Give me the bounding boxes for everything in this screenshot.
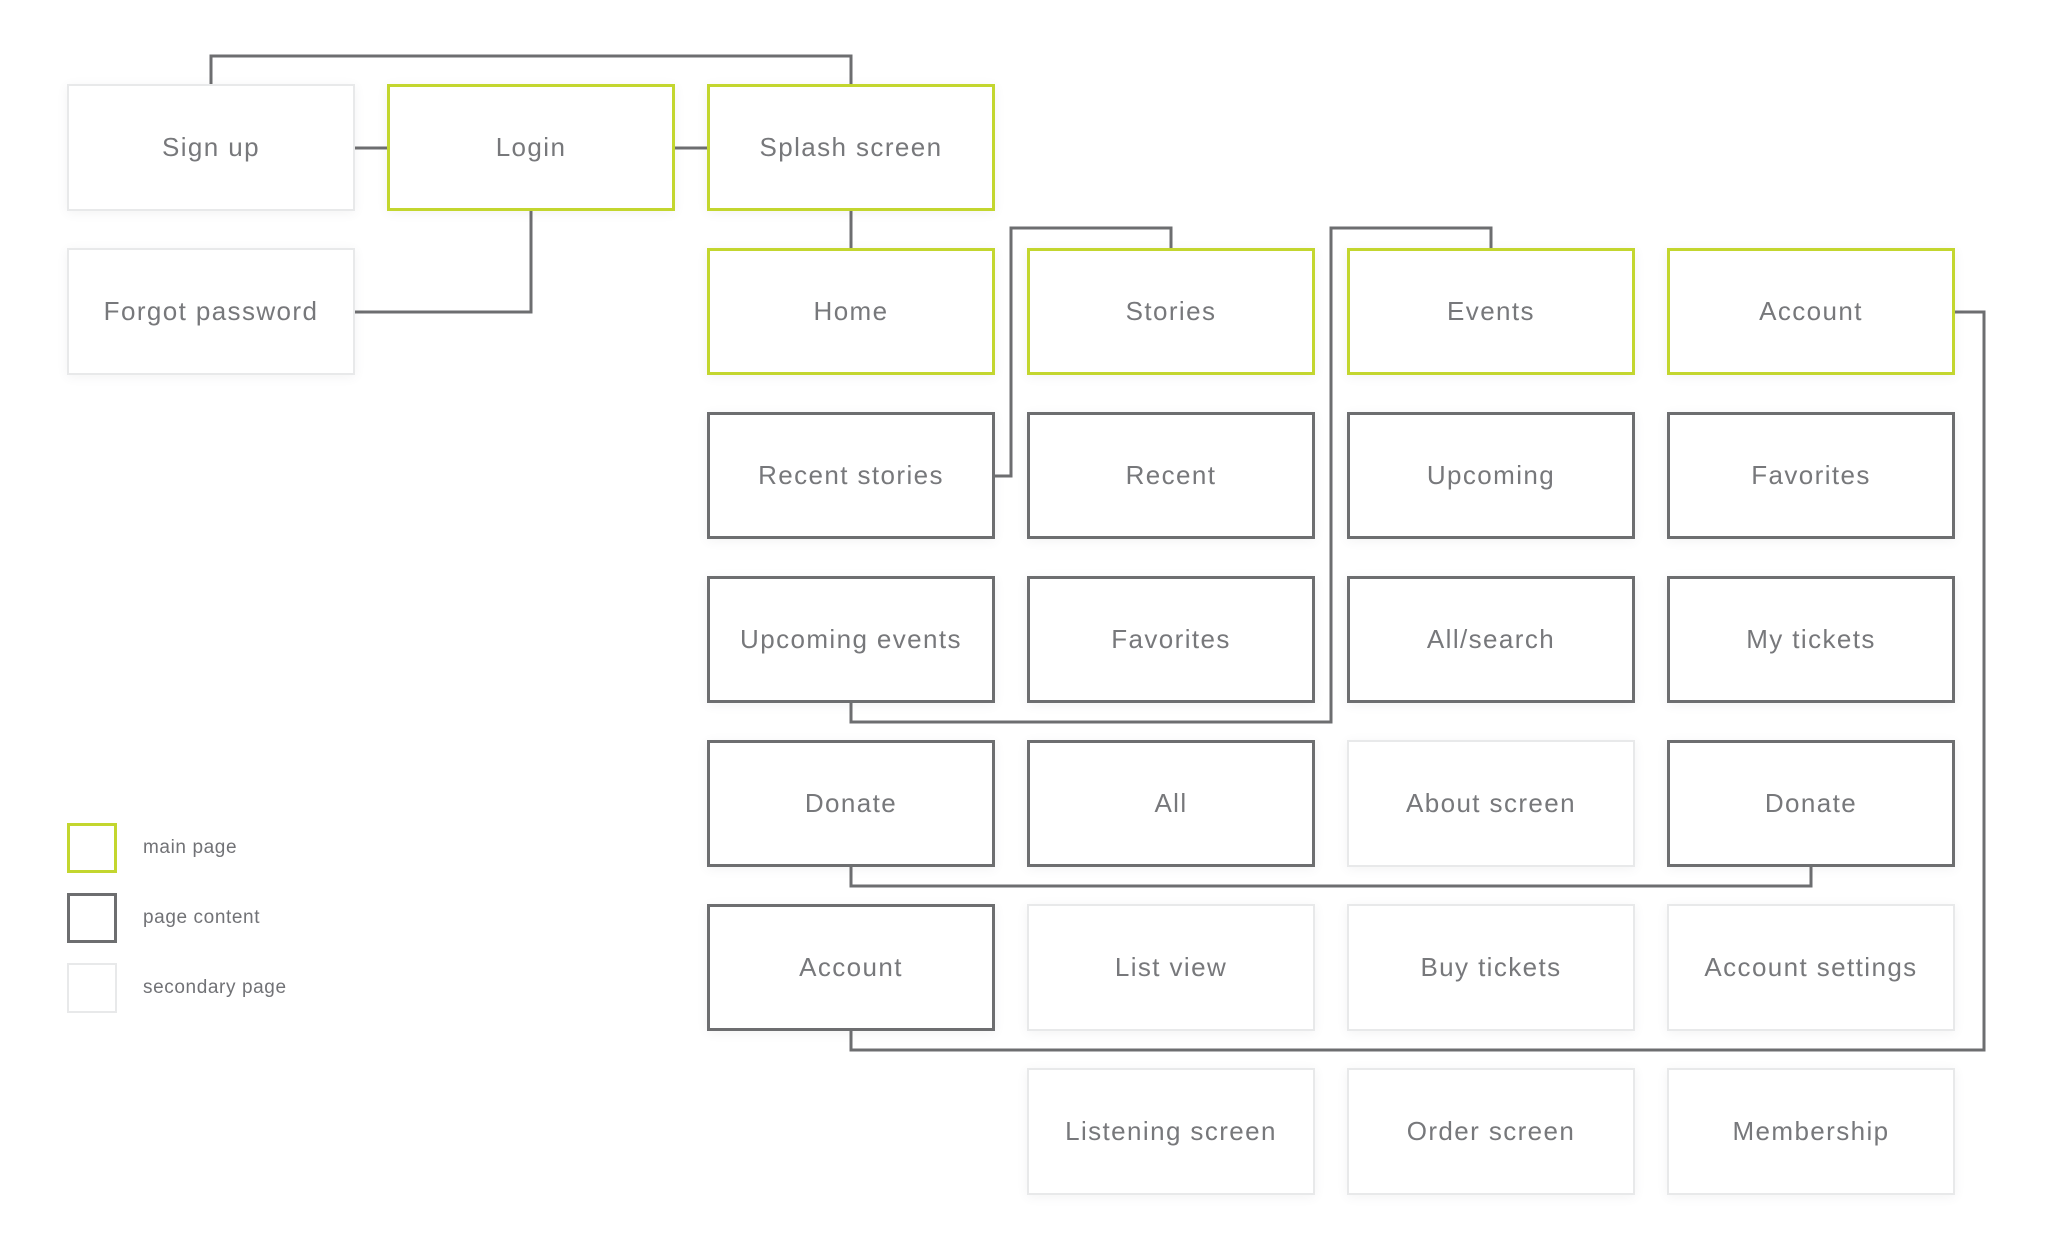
- node-list-view: List view: [1027, 904, 1315, 1031]
- node-donate-account: Donate: [1667, 740, 1955, 867]
- legend-item-secondary-page: secondary page: [67, 963, 287, 1013]
- node-recent: Recent: [1027, 412, 1315, 539]
- legend-label-secondary-page: secondary page: [143, 977, 287, 998]
- node-all-stories: All: [1027, 740, 1315, 867]
- node-donate-home: Donate: [707, 740, 995, 867]
- edge-login--forgot-password: [355, 211, 533, 314]
- page-content-swatch: [67, 893, 117, 943]
- node-upcoming-events: Upcoming events: [707, 576, 995, 703]
- node-my-tickets: My tickets: [1667, 576, 1955, 703]
- node-favorites-stories: Favorites: [1027, 576, 1315, 703]
- node-forgot-password: Forgot password: [67, 248, 355, 375]
- edge-recent-stories--stories: [995, 226, 1173, 478]
- node-listening-screen: Listening screen: [1027, 1068, 1315, 1195]
- node-account-settings: Account settings: [1667, 904, 1955, 1031]
- legend-label-page-content: page content: [143, 907, 261, 928]
- legend-label-main-page: main page: [143, 837, 238, 858]
- edge-sign-up--splash-screen: [209, 54, 853, 84]
- node-upcoming: Upcoming: [1347, 412, 1635, 539]
- edge-upcoming-events--events: [849, 226, 1493, 724]
- node-splash-screen: Splash screen: [707, 84, 995, 211]
- legend: main page page content secondary page: [67, 823, 287, 1033]
- edge-donate-home--donate-account: [849, 867, 1813, 888]
- node-account: Account: [1667, 248, 1955, 375]
- node-order-screen: Order screen: [1347, 1068, 1635, 1195]
- node-recent-stories: Recent stories: [707, 412, 995, 539]
- node-favorites-account: Favorites: [1667, 412, 1955, 539]
- node-all-search: All/search: [1347, 576, 1635, 703]
- node-events: Events: [1347, 248, 1635, 375]
- legend-item-main-page: main page: [67, 823, 287, 873]
- node-account-home: Account: [707, 904, 995, 1031]
- main-page-swatch: [67, 823, 117, 873]
- node-buy-tickets: Buy tickets: [1347, 904, 1635, 1031]
- node-stories: Stories: [1027, 248, 1315, 375]
- node-about-screen: About screen: [1347, 740, 1635, 867]
- node-login: Login: [387, 84, 675, 211]
- edge-account-home--account: [849, 310, 1986, 1052]
- node-home: Home: [707, 248, 995, 375]
- secondary-page-swatch: [67, 963, 117, 1013]
- node-membership: Membership: [1667, 1068, 1955, 1195]
- legend-item-page-content: page content: [67, 893, 287, 943]
- node-sign-up: Sign up: [67, 84, 355, 211]
